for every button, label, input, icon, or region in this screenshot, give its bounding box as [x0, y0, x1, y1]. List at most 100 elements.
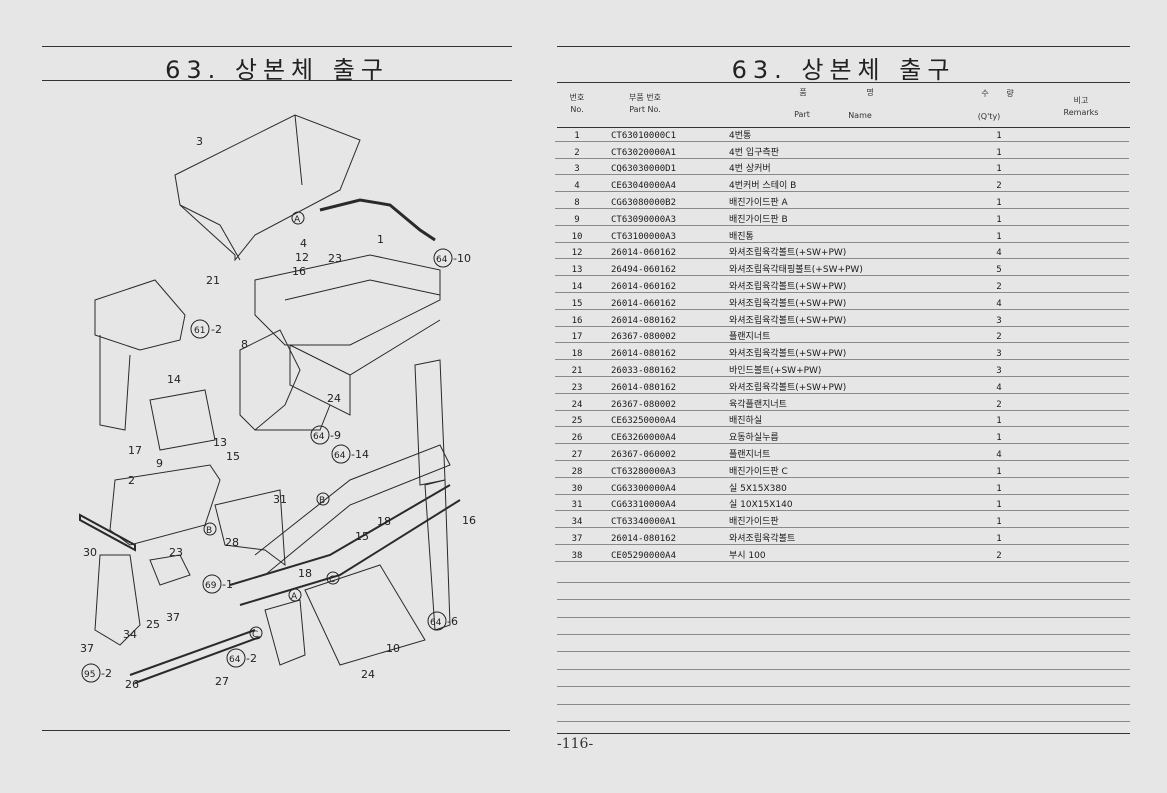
header-qty-en: (Q'ty) — [977, 112, 1001, 121]
row-number: 1 — [555, 125, 599, 142]
callout-1: 1 — [377, 233, 384, 246]
callout-18: 18 — [377, 515, 391, 528]
part-name: 와셔조립육각볼트(+SW+PW) — [729, 292, 959, 310]
callout-2: 2 — [128, 474, 135, 487]
row-number: 2 — [555, 141, 599, 159]
callout-28: 28 — [225, 536, 239, 549]
part-grate — [149, 554, 191, 586]
remarks — [1039, 309, 1129, 327]
quantity: 2 — [959, 326, 1039, 344]
quantity: 1 — [959, 158, 1039, 176]
bottom-rule — [42, 730, 510, 731]
part-number: 26367-080002 — [599, 326, 729, 344]
quantity: 1 — [959, 125, 1039, 142]
remarks — [1039, 342, 1129, 361]
quantity: 2 — [959, 174, 1039, 193]
header-remarks-ko: 비고 — [1073, 96, 1089, 105]
callout-17: 17 — [128, 444, 142, 457]
part-guide-plate-c — [214, 489, 286, 567]
header-qty-ko-2: 량 — [1006, 89, 1014, 98]
callout-A: A — [294, 215, 301, 225]
remarks — [1039, 494, 1129, 512]
callout-27: 27 — [215, 675, 229, 688]
remarks — [1039, 443, 1129, 461]
quantity: 4 — [959, 376, 1039, 394]
quantity: 4 — [959, 242, 1039, 260]
exploded-parts-diagram: 3 A 4 12 23 1 64 -10 21 16 61 -2 8 14 24… — [79, 114, 476, 691]
quantity: 1 — [959, 527, 1039, 545]
callout-9: 9 — [156, 457, 163, 470]
quantity: 1 — [959, 225, 1039, 243]
callout-31: 31 — [273, 493, 287, 506]
callout-64: 64 — [313, 432, 325, 442]
header-name-en-1: Part — [794, 110, 810, 119]
header-name-ko-2: 명 — [866, 88, 874, 97]
remarks — [1039, 275, 1129, 293]
part-name: 요동하실누름 — [729, 426, 959, 445]
callout-37: 37 — [80, 642, 94, 655]
part-number: CG63300000A4 — [599, 477, 729, 495]
remarks — [1039, 191, 1129, 209]
part-name: 4번통 — [729, 125, 959, 142]
callout-26: 26 — [125, 678, 139, 691]
part-name: 실 5X15X380 — [729, 477, 959, 495]
quantity: 1 — [959, 410, 1039, 428]
callout-16: 16 — [462, 514, 476, 527]
part-name: 배진가이드판 C — [729, 460, 959, 478]
part-top-cover — [174, 114, 361, 262]
header-name-en-2: Name — [848, 111, 872, 120]
callout-3: 3 — [196, 135, 203, 148]
part-name: 4번 상커버 — [729, 158, 959, 176]
quantity: 1 — [959, 460, 1039, 478]
part-left-bracket — [94, 279, 186, 351]
remarks — [1039, 225, 1129, 243]
part-cover-25 — [94, 554, 141, 646]
callout-suffix: -14 — [351, 448, 369, 461]
quantity: 3 — [959, 359, 1039, 377]
row-number: 3 — [555, 158, 599, 176]
part-frame-rail — [229, 484, 451, 586]
callout-suffix: -2 — [246, 652, 257, 665]
part-name: 와셔조립육각볼트(+SW+PW) — [729, 242, 959, 260]
page-title: 63. 상본체 출구 — [731, 56, 956, 84]
callout-suffix: -1 — [222, 578, 233, 591]
part-number: 26014-060162 — [599, 242, 729, 260]
remarks — [1039, 125, 1129, 142]
quantity: 4 — [959, 292, 1039, 310]
part-name: 부시 100 — [729, 544, 959, 562]
part-name: 육각플랜지너트 — [729, 393, 959, 411]
callout-suffix: -6 — [447, 615, 458, 628]
row-number: 8 — [555, 191, 599, 209]
callout-B: B — [206, 526, 212, 536]
row-number: 13 — [555, 258, 599, 277]
row-number: 34 — [555, 510, 599, 529]
quantity: 1 — [959, 494, 1039, 512]
remarks — [1039, 410, 1129, 428]
row-number: 23 — [555, 376, 599, 394]
part-number: CQ63030000D1 — [599, 158, 729, 176]
remarks — [1039, 258, 1129, 277]
callout-B: B — [319, 496, 325, 506]
callout-69: 69 — [205, 581, 217, 591]
part-number: CE05290000A4 — [599, 544, 729, 562]
empty-ruled-line — [557, 686, 1130, 688]
row-number: 38 — [555, 544, 599, 562]
callout-64: 64 — [436, 255, 448, 265]
header-part-no-ko: 부품 번호 — [629, 93, 661, 102]
part-number: CE63260000A4 — [599, 426, 729, 445]
quantity: 2 — [959, 275, 1039, 293]
part-guide-plate-a — [239, 329, 301, 431]
callout-suffix: -2 — [101, 667, 112, 680]
row-number: 26 — [555, 426, 599, 445]
part-panel-9 — [149, 389, 216, 451]
